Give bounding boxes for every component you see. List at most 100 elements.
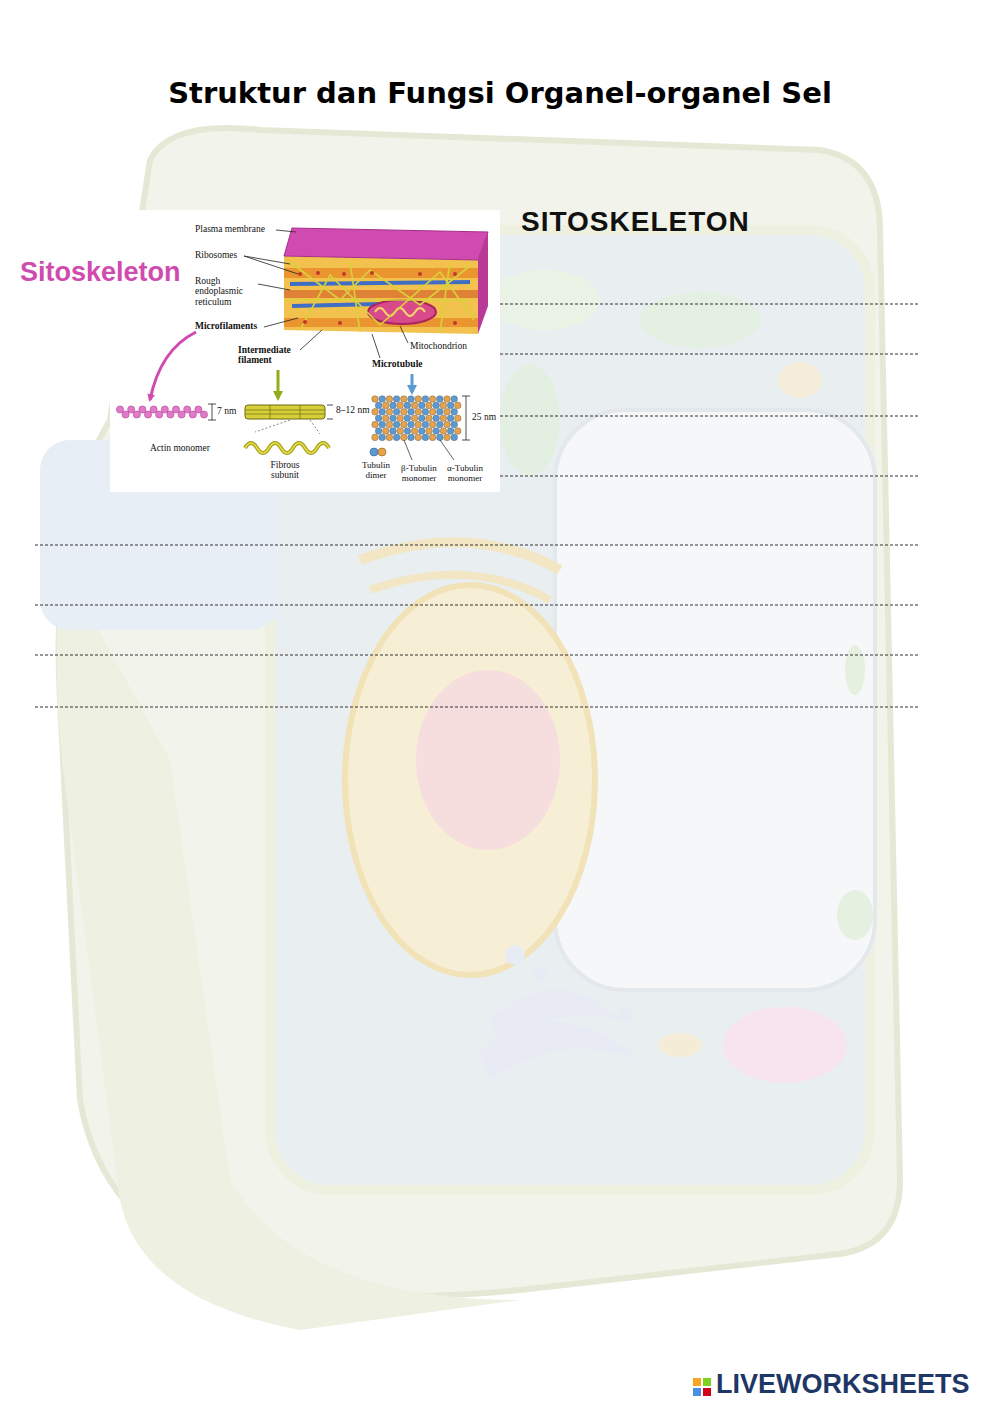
tubulin-bead (401, 396, 408, 403)
tubulin-bead (419, 415, 426, 422)
image-panel (110, 210, 500, 492)
tubulin-bead (404, 415, 411, 422)
actin-bead (184, 406, 191, 413)
tubulin-bead (440, 402, 447, 409)
tubulin-bead (451, 421, 458, 428)
tubulin-bead (393, 409, 400, 416)
actin-bead (122, 411, 129, 418)
tubulin-bead (422, 421, 429, 428)
tubulin-bead (375, 402, 382, 409)
microtubule-arrow (411, 374, 414, 392)
tubulin-bead (372, 434, 379, 441)
tubulin-bead (397, 428, 404, 435)
tubulin-bead (404, 402, 411, 409)
tubulin-bead (383, 415, 390, 422)
part-label: Intermediate filament (238, 345, 300, 366)
tubulin-bead (451, 434, 458, 441)
actin-filament (116, 406, 207, 418)
tubulin-bead (372, 409, 379, 416)
tubulin-bead (455, 428, 462, 435)
tubulin-bead (447, 428, 454, 435)
dimension-25nm (462, 396, 470, 440)
part-label: Actin monomer (150, 443, 210, 453)
part-label: Mitochondrion (410, 341, 467, 351)
tubulin-bead (393, 396, 400, 403)
tubulin-bead (415, 421, 422, 428)
tubulin-bead (426, 415, 433, 422)
part-label: Ribosomes (195, 250, 237, 260)
tubulin-bead (444, 434, 451, 441)
tubulin-bead (455, 415, 462, 422)
actin-bead (116, 406, 123, 413)
tubulin-bead (429, 434, 436, 441)
cytoskeleton-block (284, 228, 488, 334)
tubulin-bead (408, 434, 415, 441)
tubulin-bead (447, 402, 454, 409)
actin-bead (156, 411, 163, 418)
actin-bead (172, 406, 179, 413)
intermediate-filament-rod (245, 405, 333, 453)
actin-bead (128, 406, 135, 413)
part-label: Rough endoplasmic reticulum (195, 276, 257, 307)
section-heading: SITOSKELETON (521, 207, 750, 238)
tubulin-bead (437, 396, 444, 403)
part-label: α-Tubulin monomer (443, 464, 487, 484)
tubulin-bead (383, 402, 390, 409)
actin-bead (144, 411, 151, 418)
tubulin-bead (411, 415, 418, 422)
microtubule-cylinder (372, 396, 461, 441)
tubulin-bead (451, 396, 458, 403)
tubulin-bead (408, 396, 415, 403)
actin-bead (189, 411, 196, 418)
tubulin-bead (415, 434, 422, 441)
tubulin-bead (422, 434, 429, 441)
tubulin-bead (397, 415, 404, 422)
tubulin-bead (433, 415, 440, 422)
part-label: Fibrous subunit (262, 460, 308, 481)
tubulin-bead (437, 434, 444, 441)
tubulin-bead (386, 421, 393, 428)
tubulin-bead (429, 421, 436, 428)
actin-bead (161, 406, 168, 413)
tubulin-bead (422, 409, 429, 416)
tubulin-bead (401, 434, 408, 441)
tubulin-bead (437, 409, 444, 416)
watermark: LIVEWORKSHEETS (716, 1370, 970, 1400)
actin-bead (150, 406, 157, 413)
tubulin-bead (404, 428, 411, 435)
part-label: Microfilaments (195, 321, 257, 331)
actin-bead (133, 411, 140, 418)
tubulin-bead (401, 409, 408, 416)
part-label: Plasma membrane (195, 224, 265, 234)
tubulin-bead (386, 409, 393, 416)
tubulin-bead (411, 402, 418, 409)
tubulin-bead (408, 421, 415, 428)
tubulin-bead (429, 396, 436, 403)
tubulin-bead (375, 415, 382, 422)
dimension-label: 8–12 nm (336, 405, 370, 415)
tubulin-bead (451, 409, 458, 416)
dimension-label: 7 nm (217, 406, 236, 416)
tubulin-bead (440, 415, 447, 422)
tubulin-bead (379, 396, 386, 403)
actin-bead (139, 406, 146, 413)
tubulin-bead (379, 409, 386, 416)
image-title: Sitoskeleton (20, 258, 181, 288)
actin-bead (195, 406, 202, 413)
tubulin-bead (401, 421, 408, 428)
actin-bead (200, 411, 207, 418)
intermediate-arrow (277, 370, 280, 398)
tubulin-bead (447, 415, 454, 422)
dimension-7nm (208, 404, 216, 420)
tubulin-bead (397, 402, 404, 409)
tubulin-bead (415, 396, 422, 403)
tubulin-bead (386, 396, 393, 403)
tubulin-dimer-icon (370, 440, 454, 460)
tubulin-bead (408, 409, 415, 416)
tubulin-bead (372, 421, 379, 428)
leader-lines (244, 230, 408, 358)
tubulin-bead (429, 409, 436, 416)
tubulin-bead (390, 428, 397, 435)
tubulin-bead (437, 421, 444, 428)
microfilament-arrow (150, 332, 196, 400)
